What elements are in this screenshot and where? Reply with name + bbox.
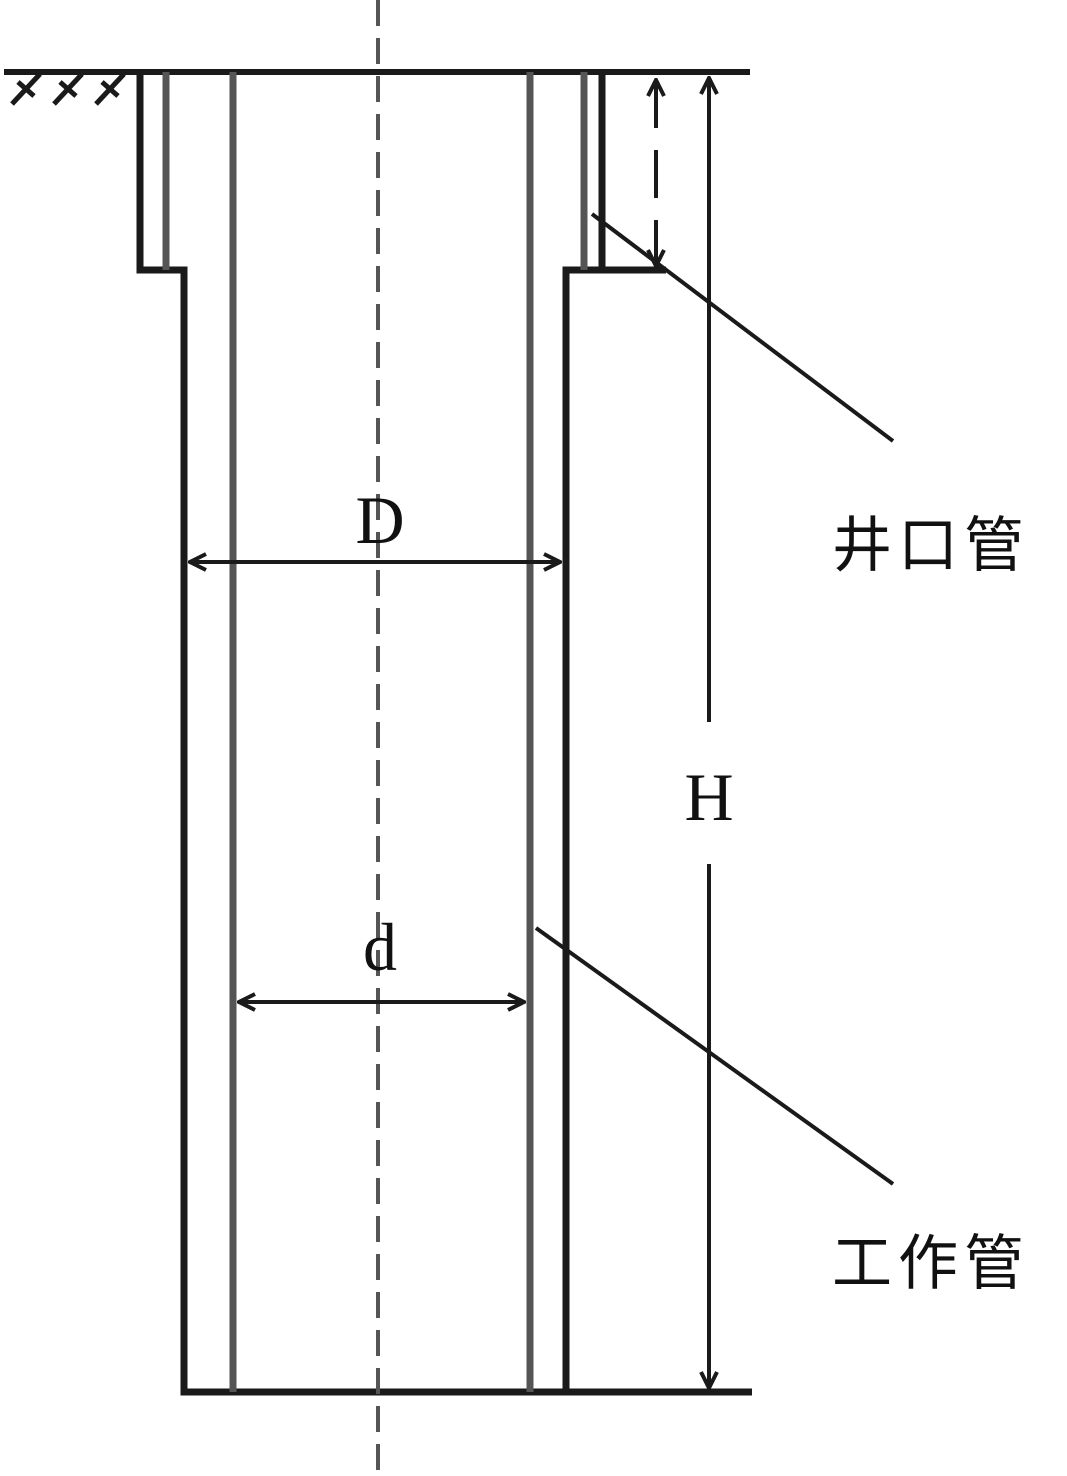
- outer-diameter-label: D: [355, 482, 404, 558]
- working-pipe-label: 工作管: [832, 1229, 1030, 1299]
- working-pipe: [229, 72, 534, 1392]
- ground-hatching: [10, 72, 126, 106]
- wellhead-pipe: [162, 72, 588, 270]
- working-pipe-leader: [534, 926, 895, 1186]
- height-label: H: [684, 759, 733, 835]
- wellhead-pipe-label: 井口管: [832, 511, 1030, 581]
- wellhead-pipe-leader: [590, 212, 895, 443]
- ground-surface: [4, 69, 750, 106]
- inner-diameter-label: d: [363, 909, 397, 985]
